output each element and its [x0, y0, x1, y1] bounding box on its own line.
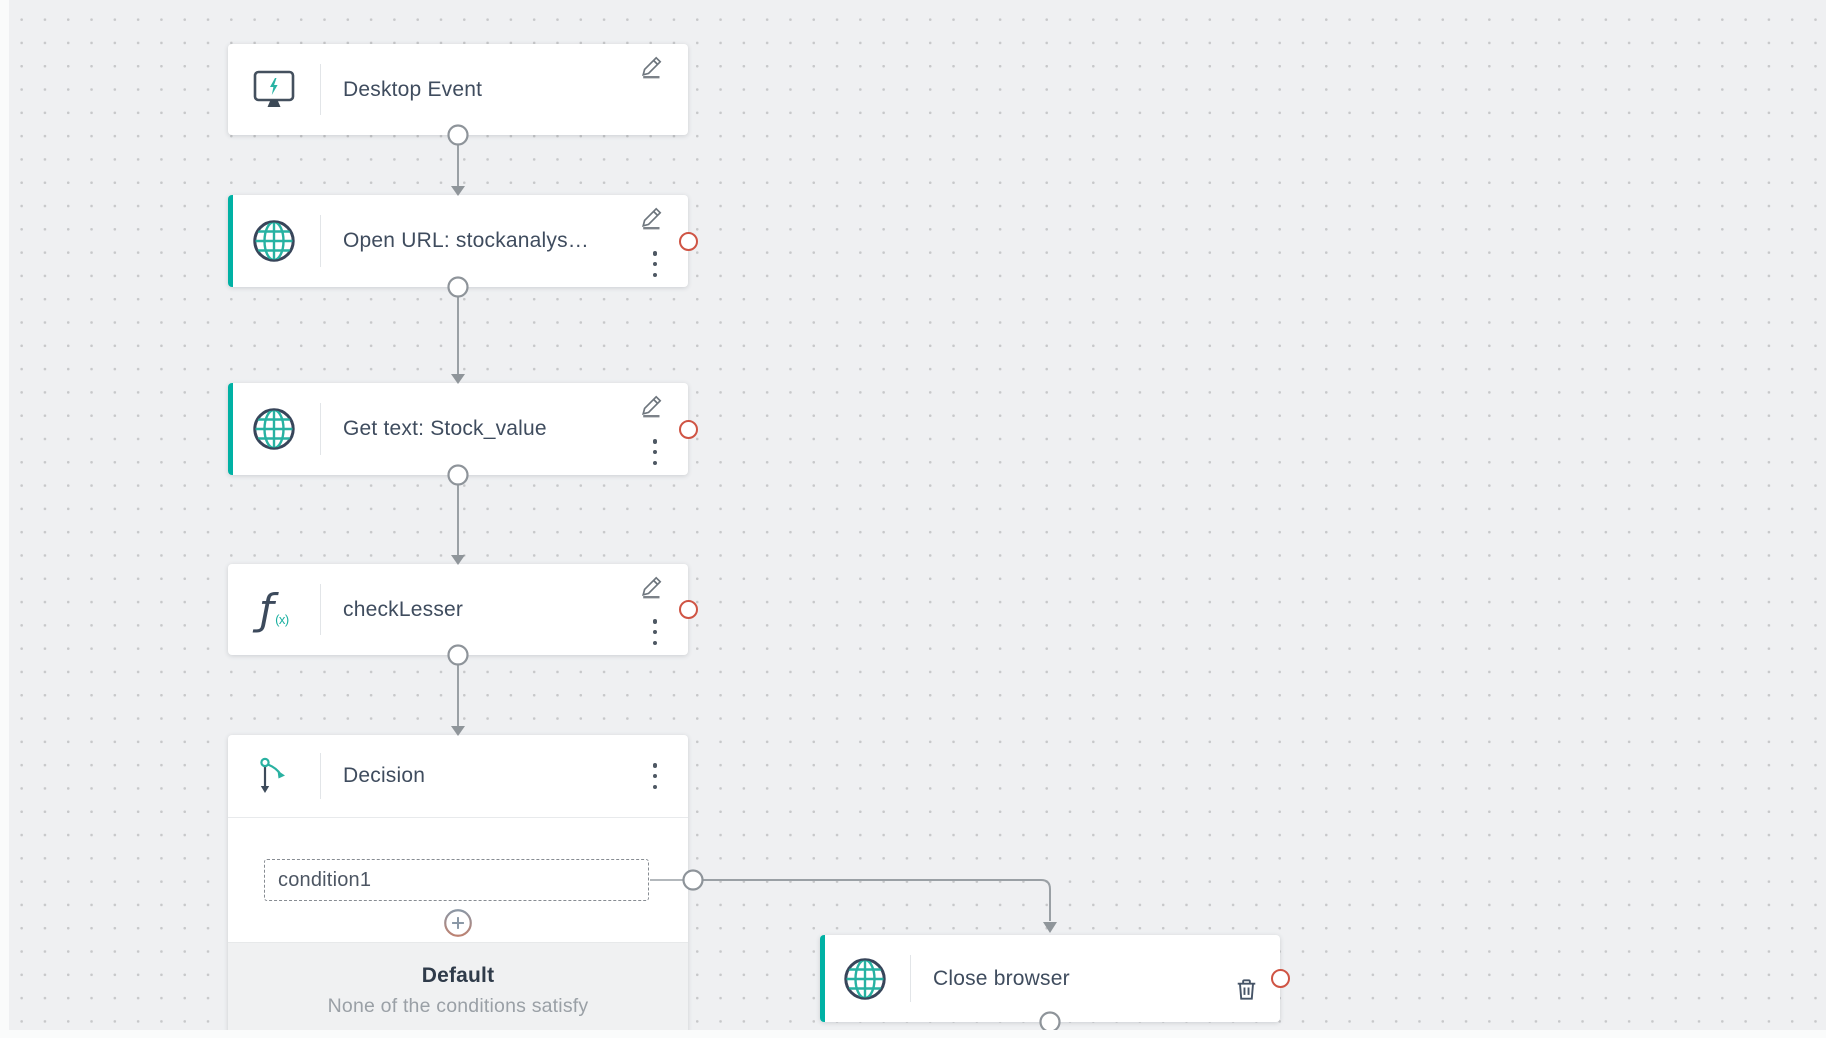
node-desktop-event[interactable]: Desktop Event	[228, 44, 688, 135]
function-icon: ƒ (x)	[259, 584, 289, 634]
kebab-menu-icon[interactable]	[646, 439, 664, 465]
condition-item[interactable]: condition1	[264, 859, 649, 901]
node-close-browser[interactable]: Close browser	[820, 935, 1290, 1022]
edit-pencil-icon[interactable]	[640, 393, 666, 419]
node-check-lesser[interactable]: ƒ (x) checkLesser	[228, 564, 698, 655]
desktop-event-icon	[228, 44, 320, 135]
error-indicator	[679, 600, 698, 619]
edit-pencil-icon[interactable]	[640, 574, 666, 600]
error-indicator	[679, 231, 698, 251]
node-open-url[interactable]: Open URL: stockanalys…	[228, 195, 698, 287]
node-divider	[910, 955, 911, 1002]
decision-conditions-area: condition1	[228, 818, 688, 942]
node-divider	[320, 215, 321, 267]
globe-icon	[228, 195, 320, 287]
node-divider	[320, 403, 321, 455]
node-label: Decision	[343, 764, 426, 787]
error-indicator	[1271, 969, 1290, 988]
edit-pencil-icon[interactable]	[640, 54, 666, 80]
arrowhead	[1043, 922, 1057, 933]
node-label: checkLesser	[343, 597, 464, 621]
condition-label: condition1	[278, 868, 372, 891]
canvas-left-edge	[0, 0, 9, 1038]
delete-trash-icon[interactable]	[1233, 976, 1260, 1003]
node-label: Open URL: stockanalys…	[343, 229, 590, 252]
node-decision[interactable]: Decision condition1 Default	[228, 735, 688, 1038]
node-label: Close browser	[933, 966, 1070, 990]
node-divider	[320, 64, 321, 115]
canvas-bottom-edge	[0, 1030, 1826, 1038]
kebab-menu-icon[interactable]	[646, 251, 664, 277]
globe-icon	[820, 935, 910, 1022]
decision-header: Decision	[228, 735, 688, 818]
error-indicator	[679, 419, 698, 439]
kebab-menu-icon[interactable]	[646, 763, 664, 789]
kebab-menu-icon[interactable]	[646, 619, 664, 645]
decision-icon	[228, 735, 320, 817]
node-label: Desktop Event	[343, 77, 483, 101]
globe-icon	[228, 383, 320, 475]
add-condition-button[interactable]	[443, 908, 474, 939]
edit-pencil-icon[interactable]	[640, 205, 666, 231]
connector-condition-to-closebrowser	[703, 879, 1051, 921]
default-branch-title: Default	[421, 964, 495, 987]
node-divider	[320, 584, 321, 635]
node-divider	[320, 753, 321, 799]
node-label: Get text: Stock_value	[343, 417, 547, 440]
default-branch[interactable]: Default None of the conditions satisfy	[228, 942, 688, 1038]
node-get-text[interactable]: Get text: Stock_value	[228, 383, 698, 475]
default-branch-subtitle: None of the conditions satisfy	[327, 995, 589, 1017]
